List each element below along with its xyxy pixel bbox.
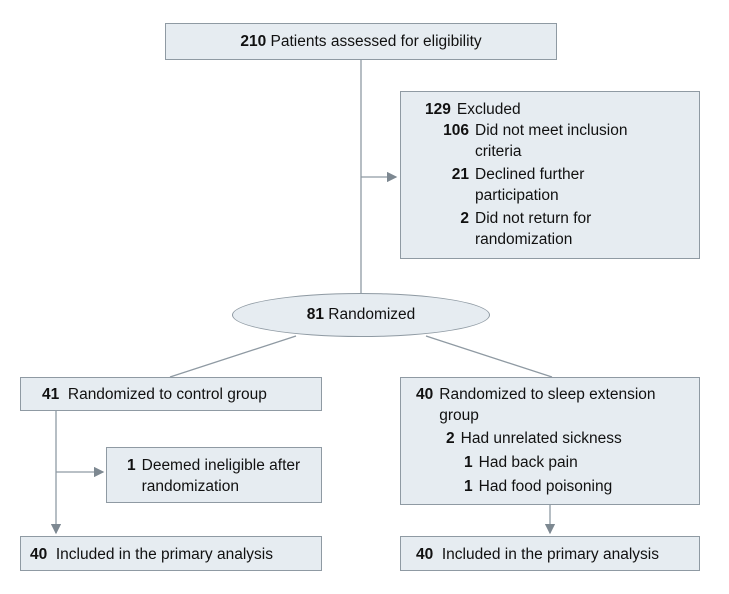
sickness-count: 2 <box>446 430 455 447</box>
control-analysis-box: 40 Included in the primary analysis <box>20 536 322 571</box>
ineligible-count: 1 <box>127 457 136 474</box>
control-analysis-label: Included in the primary analysis <box>55 546 273 563</box>
randomized-ellipse: 81 Randomized <box>232 293 490 337</box>
excluded-reason-label: Declined further participation <box>475 166 585 204</box>
randomized-label: Randomized <box>328 306 416 323</box>
excluded-reason-label: Did not return for randomization <box>475 210 592 248</box>
assessed-box: 210 Patients assessed for eligibility <box>165 23 557 60</box>
excluded-label: Excluded <box>456 101 521 118</box>
control-count: 41 <box>42 386 60 403</box>
extension-analysis-label: Included in the primary analysis <box>441 546 659 563</box>
control-label: Randomized to control group <box>67 386 267 403</box>
extension-count: 40 <box>416 386 434 403</box>
ineligible-box: 1 Deemed ineligible after randomization <box>106 447 322 503</box>
excluded-reason-label: Did not meet inclusion criteria <box>475 122 628 160</box>
sickness-detail-label: Had food poisoning <box>478 478 613 495</box>
split-left-line <box>169 335 297 378</box>
ineligible-label: Deemed ineligible after randomization <box>141 457 301 495</box>
assessed-count: 210 <box>240 33 267 50</box>
excluded-reason-count: 2 <box>460 210 469 227</box>
sickness-detail-label: Had back pain <box>478 454 578 471</box>
excluded-count: 129 <box>425 101 451 118</box>
split-right-line <box>425 335 553 378</box>
control-group-box: 41 Randomized to control group <box>20 377 322 411</box>
excluded-box: 129 Excluded 106 Did not meet inclusion … <box>400 91 700 259</box>
extension-analysis-count: 40 <box>416 546 434 563</box>
assessed-label: Patients assessed for eligibility <box>270 33 482 50</box>
control-analysis-count: 40 <box>30 546 48 563</box>
sickness-label: Had unrelated sickness <box>460 430 622 447</box>
extension-group-box: 40 Randomized to sleep extension group 2… <box>400 377 700 505</box>
sickness-detail-count: 1 <box>464 478 473 495</box>
extension-analysis-box: 40 Included in the primary analysis <box>400 536 700 571</box>
extension-label: Randomized to sleep extension group <box>439 386 656 424</box>
excluded-reason-count: 21 <box>451 166 469 183</box>
randomized-count: 81 <box>306 306 324 323</box>
sickness-detail-count: 1 <box>464 454 473 471</box>
excluded-reason-count: 106 <box>443 122 469 139</box>
